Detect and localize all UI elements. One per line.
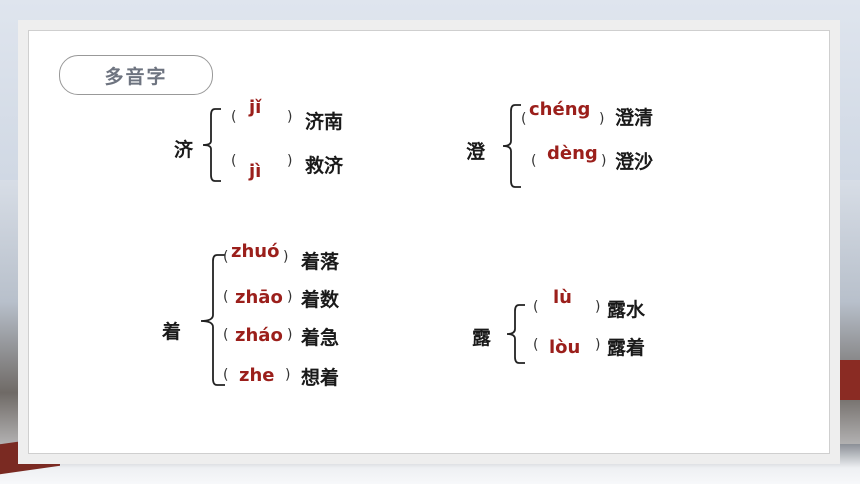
word: 济南 xyxy=(305,111,344,133)
group-char: 济 xyxy=(174,139,194,161)
group-brace xyxy=(506,304,525,364)
paren-close: ) xyxy=(595,299,601,315)
word: 着急 xyxy=(301,327,340,349)
pinyin: dèng xyxy=(547,143,598,164)
pinyin: chéng xyxy=(529,99,591,120)
word: 露着 xyxy=(607,337,646,359)
word: 着数 xyxy=(301,289,340,311)
pinyin: zhāo xyxy=(235,287,283,308)
content-panel: 多音字 济 ( jǐ ) 济南 ( jì ) 救济 澄 ( chéng ) xyxy=(18,20,840,464)
paren-open: ( xyxy=(231,109,237,125)
content-card: 多音字 济 ( jǐ ) 济南 ( jì ) 救济 澄 ( chéng ) xyxy=(28,30,830,454)
paren-open: ( xyxy=(223,289,229,305)
word: 着落 xyxy=(301,251,340,273)
paren-close: ) xyxy=(595,337,601,353)
group-brace xyxy=(200,254,225,386)
paren-open: ( xyxy=(533,337,539,353)
paren-close: ) xyxy=(287,153,293,169)
paren-open: ( xyxy=(231,153,237,169)
group-char: 着 xyxy=(162,321,182,343)
paren-open: ( xyxy=(223,249,229,265)
word: 澄清 xyxy=(615,107,654,129)
title-pill: 多音字 xyxy=(59,55,213,95)
group-brace xyxy=(202,108,221,182)
paren-close: ) xyxy=(287,327,293,343)
paren-close: ) xyxy=(287,289,293,305)
word: 露水 xyxy=(607,299,646,321)
pinyin: jì xyxy=(249,161,262,182)
group-char: 露 xyxy=(472,327,492,349)
pinyin: jǐ xyxy=(249,97,262,118)
pinyin: zháo xyxy=(235,325,283,346)
paren-close: ) xyxy=(287,109,293,125)
word: 想着 xyxy=(301,367,340,389)
group-char: 澄 xyxy=(466,141,486,163)
pinyin: lù xyxy=(553,287,572,308)
paren-open: ( xyxy=(223,327,229,343)
pinyin: lòu xyxy=(549,337,581,358)
paren-close: ) xyxy=(599,111,605,127)
paren-open: ( xyxy=(533,299,539,315)
word: 救济 xyxy=(305,155,344,177)
pinyin: zhe xyxy=(239,365,275,386)
pinyin: zhuó xyxy=(231,241,280,262)
paren-open: ( xyxy=(531,153,537,169)
paren-close: ) xyxy=(601,153,607,169)
paren-close: ) xyxy=(285,367,291,383)
page-title: 多音字 xyxy=(104,65,168,88)
paren-open: ( xyxy=(223,367,229,383)
word: 澄沙 xyxy=(615,151,654,173)
group-brace xyxy=(502,104,521,188)
paren-close: ) xyxy=(283,249,289,265)
paren-open: ( xyxy=(521,111,527,127)
